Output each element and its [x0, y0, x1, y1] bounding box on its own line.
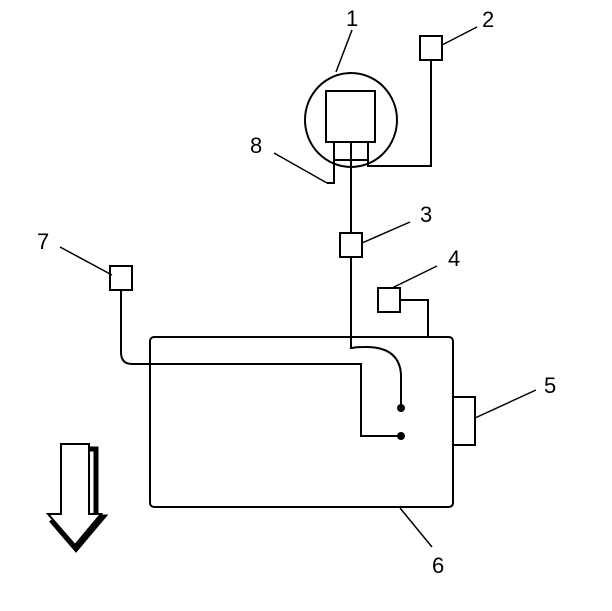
- connector-5: [452, 396, 476, 446]
- leader-2: [441, 26, 478, 46]
- wire-to-connector-2: [367, 60, 432, 167]
- component-1-housing: [304, 72, 398, 168]
- leader-5: [474, 389, 537, 419]
- callout-4: 4: [448, 246, 460, 271]
- terminal-dot-upper: [397, 404, 405, 412]
- internal-wire-center: [350, 337, 402, 407]
- down-arrow-icon: [45, 443, 109, 553]
- callout-3: 3: [420, 202, 432, 227]
- leader-1: [335, 29, 353, 73]
- connector-3: [339, 232, 363, 258]
- wire-to-connector-4: [400, 299, 429, 337]
- leader-6: [399, 507, 433, 548]
- internal-wire-left: [150, 363, 401, 437]
- callout-7: 7: [37, 229, 49, 254]
- ground-pigtail: [327, 160, 335, 184]
- leader-8: [273, 152, 328, 184]
- leader-4: [391, 265, 438, 289]
- callout-1: 1: [346, 6, 358, 31]
- housing-inner-module: [325, 90, 376, 143]
- callout-8: 8: [250, 133, 262, 158]
- callout-5: 5: [544, 373, 556, 398]
- leader-3: [361, 221, 411, 244]
- callout-2: 2: [482, 7, 494, 32]
- connector-2: [419, 35, 443, 61]
- leader-7: [59, 246, 113, 276]
- connector-7: [109, 265, 133, 291]
- connector-4: [377, 287, 401, 313]
- terminal-dot-lower: [397, 432, 405, 440]
- module-6: [149, 336, 454, 508]
- callout-6: 6: [432, 553, 444, 578]
